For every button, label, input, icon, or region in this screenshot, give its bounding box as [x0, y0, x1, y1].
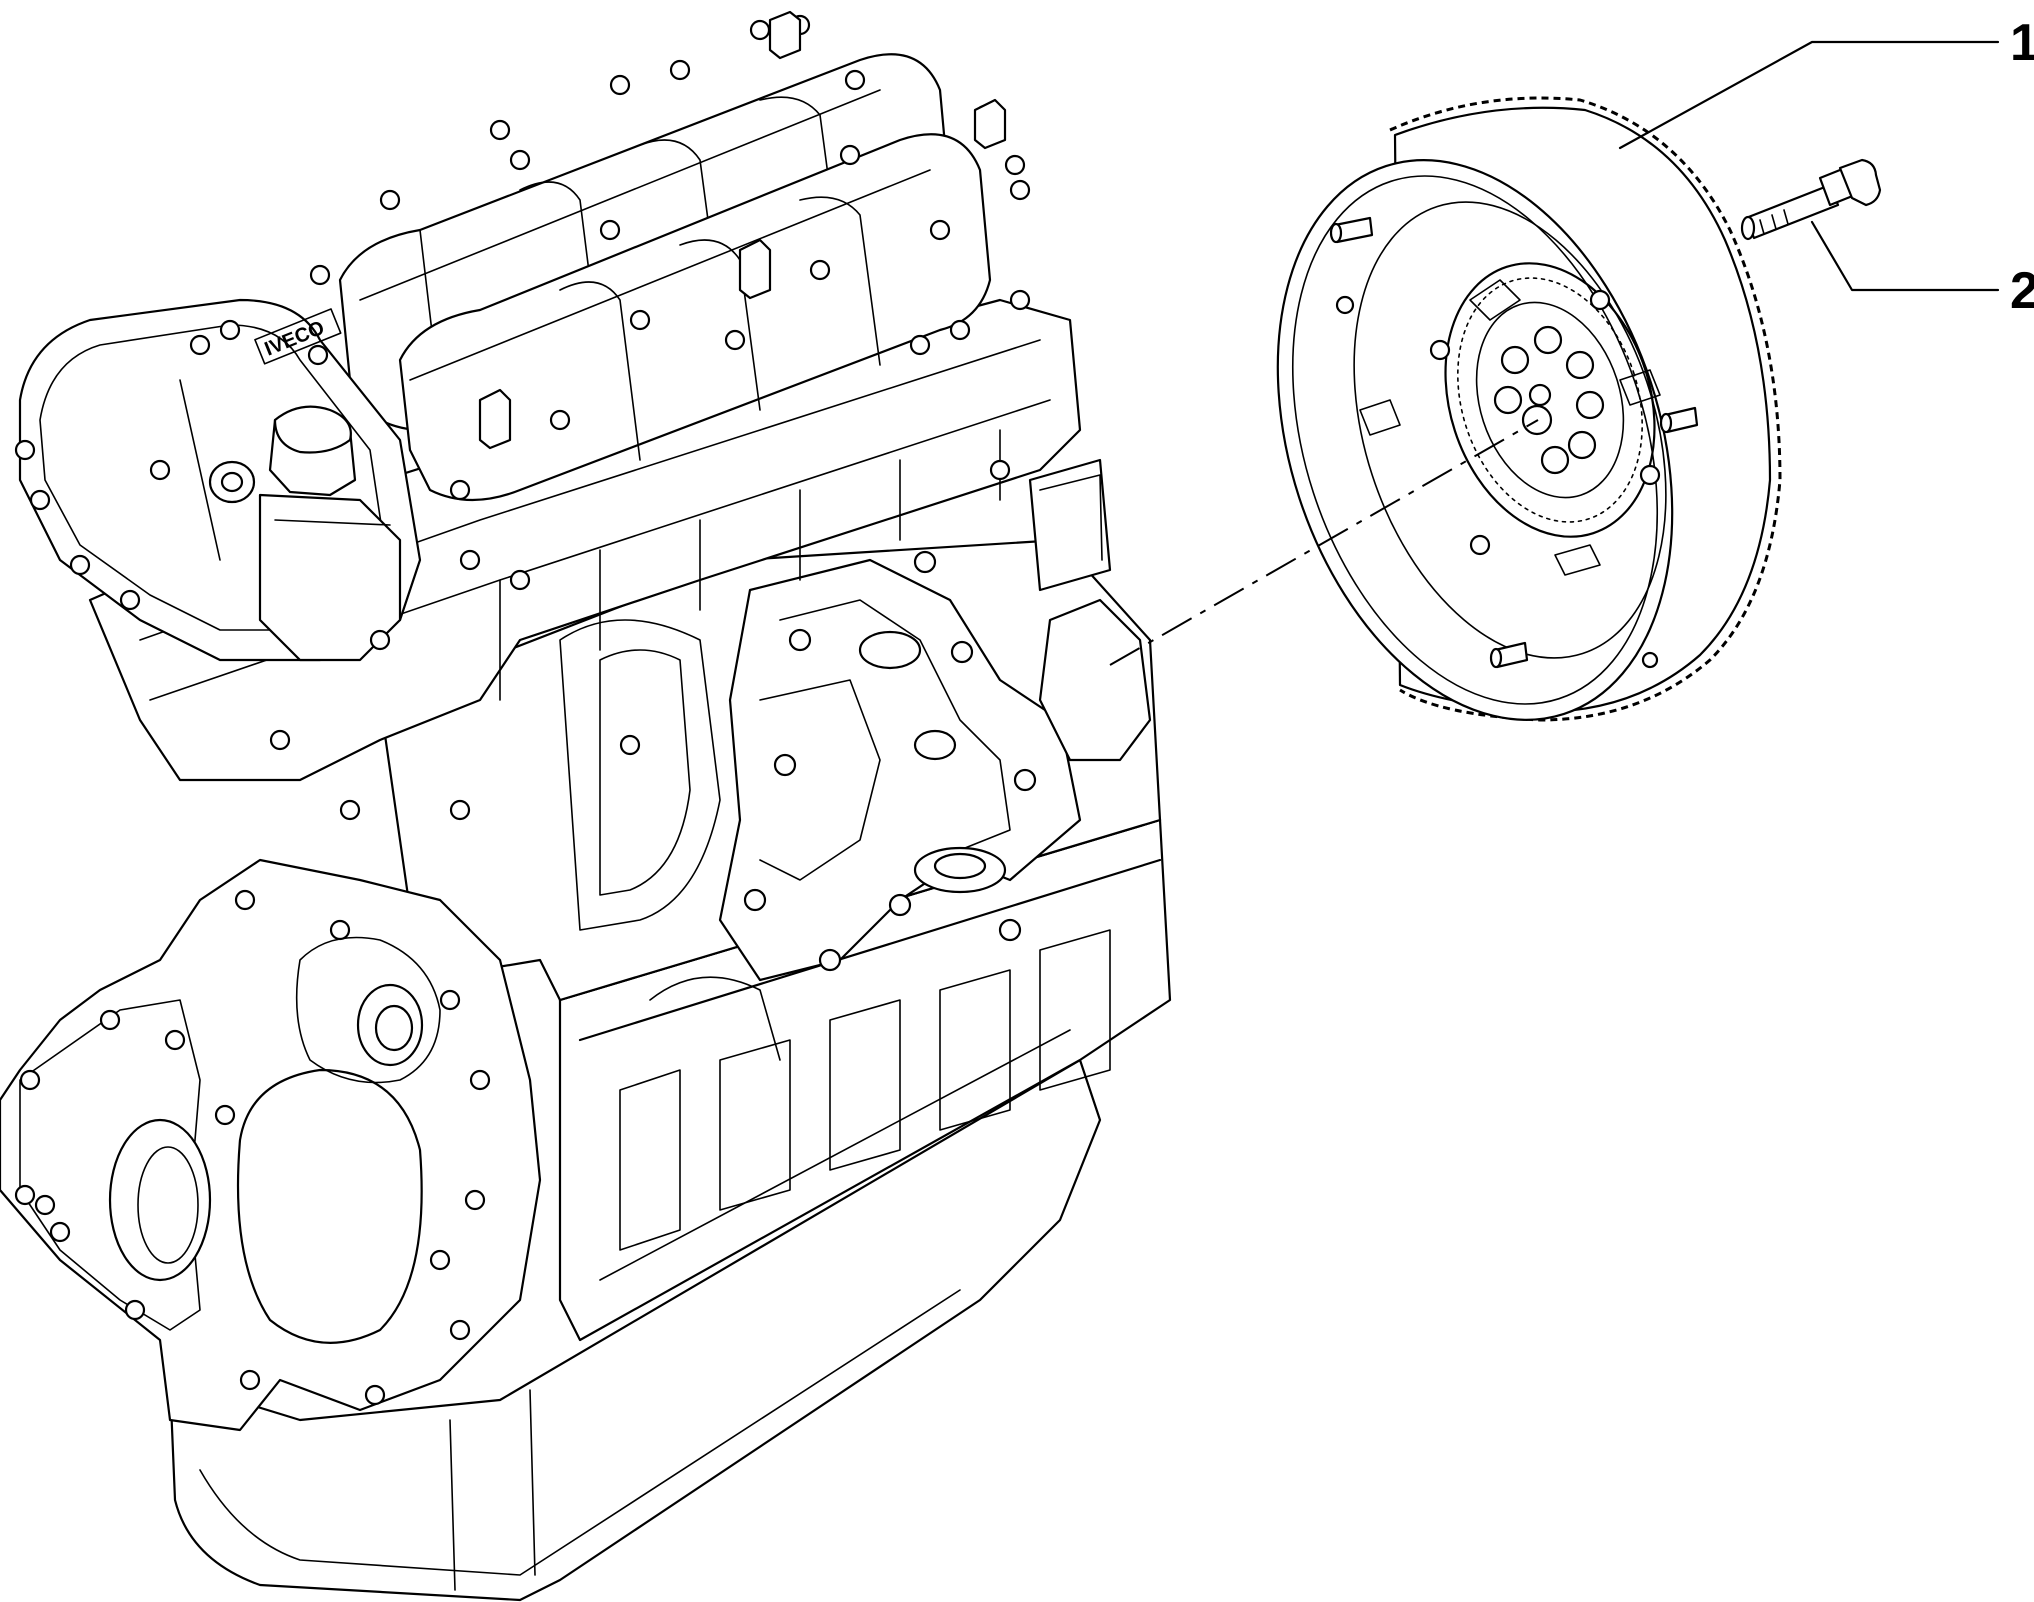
flywheel-bolt: [1740, 158, 1882, 241]
flywheel-ring-gear: [1389, 96, 1782, 722]
camshaft-housing-rear: [398, 133, 992, 502]
dowel-pins: [1329, 216, 1699, 669]
assembly-axis-line: [1109, 419, 1539, 666]
timing-cover: [0, 858, 542, 1432]
engine-block: IVECO: [0, 10, 1172, 1602]
callout-1-number: 1: [2010, 14, 2034, 72]
oil-filler-cap: [258, 405, 402, 662]
callout-1: 1: [1618, 14, 2034, 150]
callout-2: 2: [1810, 220, 2034, 320]
flywheel: [1276, 96, 1782, 722]
camshaft-bolts: [14, 14, 1031, 821]
callout-1-leader: [1618, 40, 2000, 150]
callout-2-number: 2: [2010, 262, 2034, 320]
oil-pan: [168, 1058, 1102, 1602]
callout-2-leader: [1810, 220, 2000, 292]
